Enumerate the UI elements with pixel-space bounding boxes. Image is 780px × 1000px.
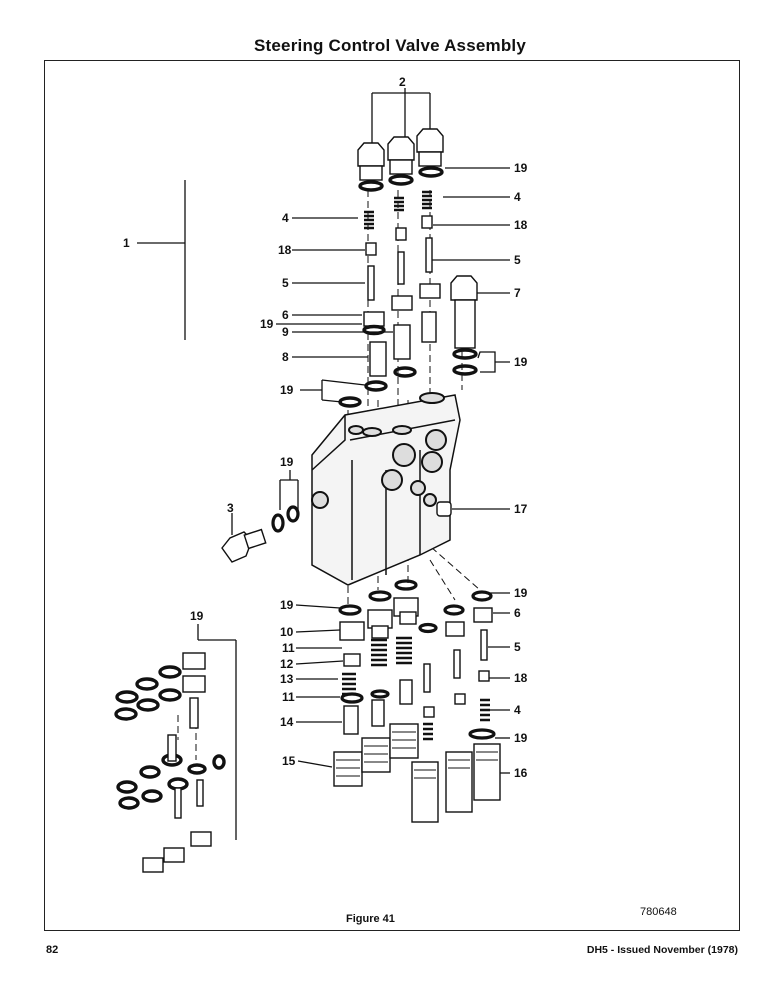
callout-19-port: 19 — [280, 455, 294, 469]
callout-8: 8 — [282, 350, 289, 364]
callout-6-right: 6 — [514, 606, 521, 620]
callout-11-lower: 11 — [282, 690, 295, 704]
callout-19-body-left: 19 — [280, 383, 294, 397]
callout-19-lower-left: 19 — [280, 598, 294, 612]
callout-15: 15 — [282, 754, 296, 768]
callout-5-upper-right: 5 — [514, 253, 521, 267]
callout-5-lower-right: 5 — [514, 640, 521, 654]
callout-12: 12 — [280, 657, 294, 671]
callout-5-left: 5 — [282, 276, 289, 290]
callout-2: 2 — [399, 75, 406, 89]
drawing-number: 780648 — [640, 906, 677, 918]
callout-14: 14 — [280, 715, 294, 729]
callout-18-left: 18 — [278, 243, 292, 257]
callout-6-left: 6 — [282, 308, 289, 322]
callout-4-upper-right: 4 — [514, 190, 521, 204]
callout-4-lower-right: 4 — [514, 703, 521, 717]
callout-13: 13 — [280, 672, 294, 686]
callout-19-item16: 19 — [514, 731, 528, 745]
callout-16: 16 — [514, 766, 528, 780]
callout-18-lower-right: 18 — [514, 671, 528, 685]
callout-19-upper-left: 19 — [260, 317, 274, 331]
figure-frame — [44, 60, 740, 931]
callout-9: 9 — [282, 325, 289, 339]
callout-19-item7: 19 — [514, 355, 528, 369]
figure-caption: Figure 41 — [346, 913, 395, 925]
page-number: 82 — [46, 944, 59, 956]
callout-4-upper-left: 4 — [282, 211, 289, 225]
callout-18-upper-right: 18 — [514, 218, 528, 232]
page-title: Steering Control Valve Assembly — [254, 36, 526, 55]
callout-19-lower-right: 19 — [514, 586, 528, 600]
callout-7: 7 — [514, 286, 521, 300]
callout-19-seal-kit: 19 — [190, 609, 204, 623]
issue-date: DH5 - Issued November (1978) — [586, 944, 738, 956]
callout-3: 3 — [227, 501, 234, 515]
callout-17: 17 — [514, 502, 528, 516]
callout-1: 1 — [123, 236, 130, 250]
callout-10: 10 — [280, 625, 294, 639]
callout-19-top: 19 — [514, 161, 528, 175]
callout-11-upper: 11 — [282, 641, 295, 655]
